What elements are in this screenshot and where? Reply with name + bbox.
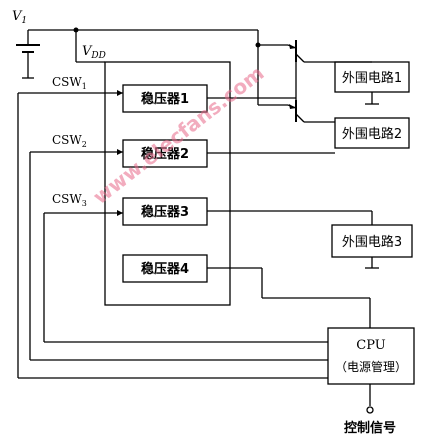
arrowheads	[117, 44, 296, 216]
cpu-label: CPU	[356, 338, 385, 353]
peripheral-2-box	[334, 117, 410, 149]
regulator-2-label: 稳压器2	[141, 146, 189, 162]
regulator-1-label: 稳压器1	[141, 91, 189, 107]
csw3-label: CSW3	[52, 192, 87, 208]
junction-t1	[255, 42, 261, 48]
junction-vdd	[73, 27, 79, 33]
transistor-1-collector	[295, 53, 305, 63]
csw3-arrow	[117, 210, 123, 216]
regulator-module-box	[104, 61, 231, 306]
peripheral-2-label: 外围电路2	[342, 126, 402, 142]
regulator-4-label: 稳压器4	[141, 261, 189, 277]
vdd-label: VDD	[82, 44, 106, 61]
peripheral-1-label: 外围电路1	[342, 70, 402, 86]
wires	[16, 29, 415, 414]
control-signal-label: 控制信号	[344, 420, 396, 436]
csw1-arrow	[117, 90, 123, 96]
cpu-box	[327, 327, 415, 385]
csw2-arrow	[117, 149, 123, 155]
junction-dots	[73, 27, 261, 48]
csw1-label: CSW1	[52, 75, 87, 91]
csw2-label: CSW2	[52, 133, 87, 149]
v1-label: V1	[12, 9, 27, 26]
peripheral-3-label: 外围电路3	[342, 234, 402, 250]
cpu-sub-label: （电源管理）	[335, 359, 407, 374]
transistor-2-collector	[295, 113, 305, 123]
regulator-3-label: 稳压器3	[141, 204, 189, 220]
watermark: www.elecfans.com	[88, 61, 268, 209]
t1-emitter-arrow	[289, 44, 296, 49]
t2-emitter-arrow	[289, 104, 296, 109]
control-signal-terminal	[366, 406, 374, 414]
